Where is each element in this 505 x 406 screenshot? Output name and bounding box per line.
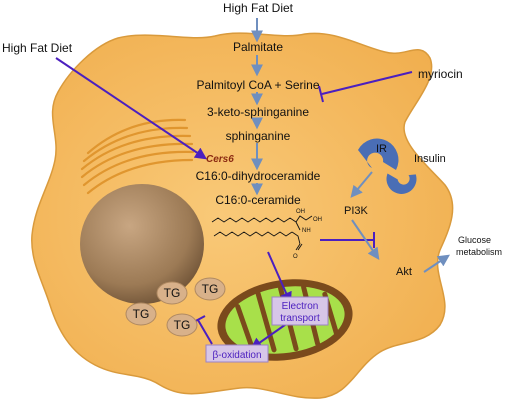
- pathway-step-palmitoyl: Palmitoyl CoA + Serine: [196, 78, 319, 92]
- tg-droplet: [166, 313, 198, 337]
- tg-droplet: [194, 277, 226, 301]
- pi3k-label: PI3K: [344, 205, 369, 217]
- golgi-apparatus: [80, 118, 195, 195]
- akt-to-glucose-arrow: [423, 254, 450, 273]
- beta-oxidation-label: β-oxidation: [212, 350, 261, 361]
- myriocin-label: myriocin: [418, 67, 463, 81]
- hfd-to-cers6-arrow: [55, 57, 207, 160]
- electron-transport-box: [271, 296, 329, 326]
- svg-text:O: O: [293, 254, 298, 260]
- pathway-step-keto: 3-keto-sphinganine: [207, 105, 309, 119]
- insulin-receptor-icon: [358, 138, 399, 170]
- glucose-label: Glucose: [458, 235, 491, 245]
- ir-to-pi3k-arrow: [350, 171, 373, 198]
- ceramide-to-electron-arrow: [267, 251, 292, 305]
- myriocin-inhibition: [318, 71, 413, 103]
- insulin-icon: [386, 173, 417, 194]
- cers6-label: Cers6: [206, 154, 234, 165]
- tg-droplets: [125, 277, 226, 337]
- svg-text:OH: OH: [313, 217, 322, 223]
- ir-label: IR: [376, 143, 387, 155]
- tg-droplet: [156, 281, 188, 305]
- ceramide-atom-labels: OH OH NH O: [293, 209, 322, 260]
- tg-label: TG: [202, 282, 219, 296]
- pathway-step-dihydroceramide: C16:0-dihydroceramide: [196, 169, 321, 183]
- beta-oxidation-box: [205, 344, 269, 363]
- akt-label: Akt: [396, 266, 412, 278]
- metabolism-label: metabolism: [456, 247, 502, 257]
- pathway-step-sphinganine: sphinganine: [226, 129, 291, 143]
- svg-text:OH: OH: [296, 209, 305, 215]
- transport-label: transport: [280, 313, 320, 324]
- tg-droplet: [125, 302, 157, 326]
- svg-text:NH: NH: [302, 228, 311, 234]
- insulin-label: Insulin: [414, 153, 446, 165]
- left-hfd-label: High Fat Diet: [2, 41, 73, 55]
- electron-label: Electron: [282, 301, 319, 312]
- top-hfd-label: High Fat Diet: [223, 1, 294, 15]
- tg-label: TG: [133, 307, 150, 321]
- pi3k-to-akt-arrow: [351, 219, 380, 260]
- pathway-step-palmitate: Palmitate: [233, 40, 283, 54]
- tg-label: TG: [164, 286, 181, 300]
- nucleus: [80, 184, 204, 304]
- tg-label: TG: [174, 318, 191, 332]
- pathway-step-ceramide: C16:0-ceramide: [215, 193, 301, 207]
- ceramide-structure: [211, 215, 313, 251]
